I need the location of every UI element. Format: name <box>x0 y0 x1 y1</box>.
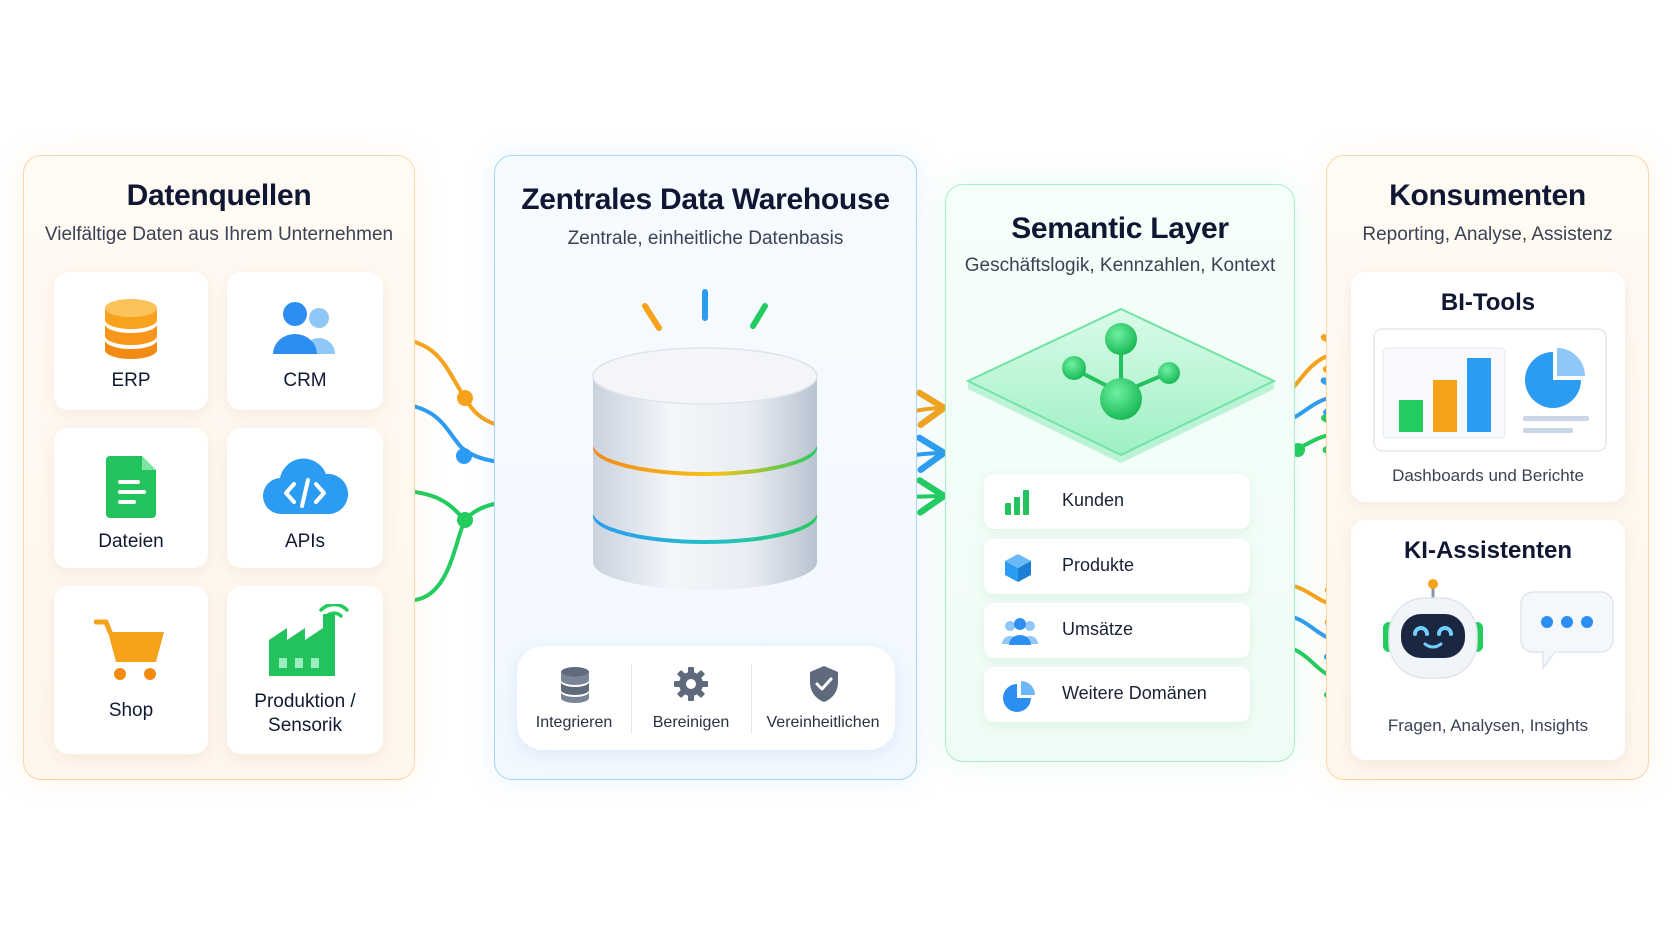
consumers-title: Konsumenten <box>1389 179 1586 212</box>
pie-chart-icon <box>1003 681 1035 712</box>
step-label-integrieren: Integrieren <box>535 714 613 731</box>
ki-assistant-desc: Fragen, Analysen, Insights <box>1387 716 1589 735</box>
semantic-subtitle: Geschäftslogik, Kennzahlen, Kontext <box>964 255 1276 276</box>
semantic-network-icon <box>965 307 1277 463</box>
source-label-crm: CRM <box>283 370 327 391</box>
warehouse-subtitle: Zentrale, einheitliche Datenbasis <box>567 228 844 249</box>
bar-chart-icon <box>1005 490 1029 515</box>
warehouse-process-bar: Integrieren Bereinigen <box>517 646 895 750</box>
source-label-sensorik: Sensorik <box>268 715 342 736</box>
shield-check-icon <box>810 666 838 702</box>
chat-bubble-icon <box>1520 591 1614 671</box>
robot-icon <box>1383 579 1483 679</box>
bi-tools-title: BI-Tools <box>1440 289 1536 316</box>
step-label-bereinigen: Bereinigen <box>652 714 730 731</box>
source-card-dateien[interactable]: Dateien <box>54 428 208 568</box>
database-stack-icon <box>561 667 589 703</box>
ki-assistant-title: KI-Assistenten <box>1403 537 1573 564</box>
step-divider <box>631 664 632 734</box>
warehouse-title: Zentrales Data Warehouse <box>521 183 890 216</box>
step-label-vereinheitlichen: Vereinheitlichen <box>766 714 880 731</box>
source-card-crm[interactable]: CRM <box>227 272 383 410</box>
bi-tools-desc: Dashboards und Berichte <box>1392 466 1584 485</box>
consumers-subtitle: Reporting, Analyse, Assistenz <box>1362 224 1613 245</box>
source-card-apis[interactable]: APIs <box>227 428 383 568</box>
shopping-cart-icon <box>94 619 164 680</box>
database-icon <box>105 299 157 359</box>
step-integrieren[interactable]: Integrieren <box>517 646 631 750</box>
source-label-produktion: Produktion / <box>254 691 356 712</box>
step-divider <box>751 664 752 734</box>
source-label-shop: Shop <box>108 700 154 721</box>
sources-panel: Datenquellen Vielfältige Daten aus Ihrem… <box>23 155 415 780</box>
semantic-panel: Semantic Layer Geschäftslogik, Kennzahle… <box>945 184 1295 762</box>
ki-assistant-card[interactable]: KI-Assistenten Fragen, Analysen, Insight… <box>1351 520 1625 760</box>
source-label-dateien: Dateien <box>98 531 164 552</box>
domain-label-produkte: Produkte <box>1062 555 1135 575</box>
semantic-title: Semantic Layer <box>1011 212 1229 245</box>
arrow-sources-green-b <box>413 518 467 602</box>
source-card-erp[interactable]: ERP <box>54 272 208 410</box>
domain-produkte[interactable]: Produkte <box>984 539 1250 594</box>
cloud-code-icon <box>262 458 349 515</box>
factory-icon <box>269 604 349 676</box>
source-card-shop[interactable]: Shop <box>54 586 208 754</box>
domain-label-umsaetze: Umsätze <box>1062 619 1134 639</box>
warehouse-cylinder-icon <box>592 289 818 590</box>
source-label-erp: ERP <box>111 370 151 391</box>
domain-umsaetze[interactable]: Umsätze <box>984 603 1250 658</box>
source-label-apis: APIs <box>284 531 326 552</box>
document-icon <box>106 456 156 518</box>
users-icon <box>273 302 335 354</box>
dashboard-icon <box>1373 328 1607 452</box>
consumers-panel: Konsumenten Reporting, Analyse, Assisten… <box>1326 155 1649 780</box>
sources-title: Datenquellen <box>126 179 312 212</box>
domain-label-weitere: Weitere Domänen <box>1062 683 1207 703</box>
sources-subtitle: Vielfältige Daten aus Ihrem Unternehmen <box>44 224 394 245</box>
people-icon <box>1002 618 1038 645</box>
domain-kunden[interactable]: Kunden <box>984 474 1250 529</box>
warehouse-panel: Zentrales Data Warehouse Zentrale, einhe… <box>494 155 917 780</box>
domain-weitere[interactable]: Weitere Domänen <box>984 667 1250 722</box>
bi-tools-card[interactable]: BI-Tools Dashboards und Berichte <box>1351 272 1625 502</box>
step-bereinigen[interactable]: Bereinigen <box>631 646 751 750</box>
source-card-produktion[interactable]: Produktion / Sensorik <box>227 586 383 754</box>
gear-icon <box>674 667 708 701</box>
cube-icon <box>1005 554 1031 582</box>
domain-label-kunden: Kunden <box>1062 490 1125 510</box>
step-vereinheitlichen[interactable]: Vereinheitlichen <box>751 646 895 750</box>
